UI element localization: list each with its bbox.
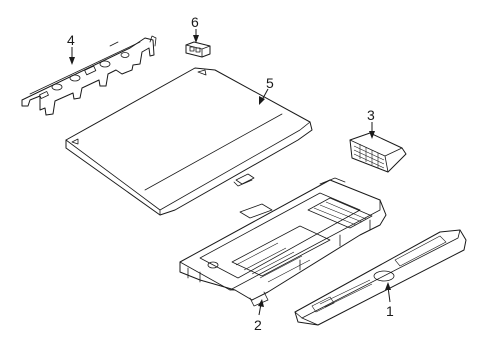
part-6-clip <box>185 41 211 58</box>
callout-labels: 1 2 3 4 5 6 <box>67 14 394 333</box>
callout-6: 6 <box>191 14 199 30</box>
callout-1: 1 <box>386 303 394 319</box>
arrowhead-5 <box>259 96 265 105</box>
arrowhead-2 <box>258 299 264 307</box>
callout-2: 2 <box>254 317 262 333</box>
callout-3: 3 <box>367 107 375 123</box>
part-2-storage-tray <box>179 177 387 307</box>
callout-4: 4 <box>67 32 75 48</box>
part-4-bracket <box>21 35 157 116</box>
part-3-side-cover <box>349 132 407 173</box>
arrowhead-6 <box>193 35 199 43</box>
callout-5: 5 <box>266 75 274 91</box>
arrowhead-3 <box>369 131 375 139</box>
callout-leaders <box>69 29 391 316</box>
arrowhead-1 <box>385 282 391 290</box>
part-1-sill-plate <box>294 229 467 326</box>
part-5-floor-panel <box>65 67 313 216</box>
arrowhead-4 <box>69 57 75 65</box>
